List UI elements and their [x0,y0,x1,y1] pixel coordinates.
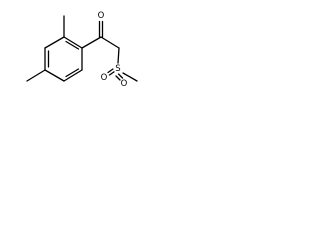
ring-double-bond-1 [65,40,80,50]
sulfonyl-oxygen-right-atom: O [119,79,129,89]
sulfonyl-double-bond-right-a [115,75,121,81]
sulfur-label: S [115,64,120,74]
sulfonyl-oxygen-right-label: O [121,79,128,89]
methylene-sulfur-bond [117,47,120,64]
sulfonyl-oxygen-left-atom: O [99,73,109,83]
ring-bond-4 [44,69,65,82]
sulfonyl-double-bond-right-b [117,73,124,79]
ring-double-bond-2 [65,68,80,78]
carbonyl-oxygen-atom: O [96,11,106,21]
methyl-bond-bottom [26,69,46,82]
sulfur-atom: S [113,64,123,74]
sulfonyl-oxygen-left-label: O [101,73,108,83]
ring-bond-1 [63,36,83,49]
aryl-carbonyl-bond [81,36,102,49]
sulfur-methyl-bond [122,72,138,82]
carbonyl-oxygen-label: O [98,11,105,21]
sulfonyl-double-bond-left-a [107,68,114,74]
carbonyl-methylene-bond [100,36,120,49]
ring-bond-3 [63,69,83,82]
ring-bond-6 [44,36,65,49]
molecule-structure: O S O O [26,11,138,89]
sulfonyl-double-bond-left-b [108,70,116,76]
